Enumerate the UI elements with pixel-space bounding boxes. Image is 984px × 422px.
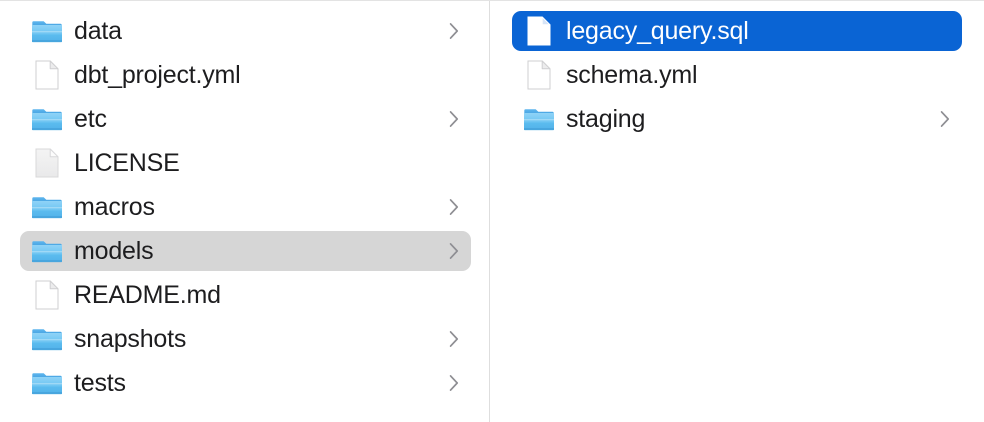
folder-icon	[524, 104, 554, 134]
document-icon	[524, 16, 554, 46]
file-row[interactable]: schema.yml	[512, 55, 962, 95]
folder-icon	[32, 104, 62, 134]
chevron-right-icon[interactable]	[449, 375, 459, 392]
file-row[interactable]: tests	[20, 363, 471, 403]
chevron-right-icon[interactable]	[449, 331, 459, 348]
file-row-label: README.md	[74, 281, 221, 309]
file-row-label: schema.yml	[566, 61, 698, 89]
file-row-label: LICENSE	[74, 149, 180, 177]
file-row-label: etc	[74, 105, 107, 133]
finder-column-child[interactable]: legacy_query.sql schema.yml staging	[490, 1, 984, 422]
chevron-right-icon[interactable]	[449, 199, 459, 216]
file-row-label: tests	[74, 369, 126, 397]
chevron-right-icon[interactable]	[449, 111, 459, 128]
file-row[interactable]: LICENSE	[20, 143, 471, 183]
document-icon	[32, 280, 62, 310]
file-row-label: macros	[74, 193, 155, 221]
file-row-label: models	[74, 237, 154, 265]
plain-document-icon	[32, 148, 62, 178]
folder-icon	[32, 368, 62, 398]
document-icon	[524, 60, 554, 90]
chevron-right-icon[interactable]	[940, 111, 950, 128]
file-row[interactable]: models	[20, 231, 471, 271]
chevron-right-icon[interactable]	[449, 243, 459, 260]
file-row-label: snapshots	[74, 325, 187, 353]
file-row[interactable]: macros	[20, 187, 471, 227]
file-row[interactable]: legacy_query.sql	[512, 11, 962, 51]
folder-icon	[32, 16, 62, 46]
file-row-label: staging	[566, 105, 646, 133]
folder-icon	[32, 192, 62, 222]
file-row-label: dbt_project.yml	[74, 61, 241, 89]
file-row[interactable]: data	[20, 11, 471, 51]
file-row[interactable]: dbt_project.yml	[20, 55, 471, 95]
folder-icon	[32, 236, 62, 266]
file-row[interactable]: README.md	[20, 275, 471, 315]
file-row[interactable]: etc	[20, 99, 471, 139]
document-icon	[32, 60, 62, 90]
chevron-right-icon[interactable]	[449, 23, 459, 40]
file-row[interactable]: snapshots	[20, 319, 471, 359]
folder-icon	[32, 324, 62, 354]
file-row[interactable]: staging	[512, 99, 962, 139]
file-row-label: data	[74, 17, 122, 45]
file-row-label: legacy_query.sql	[566, 17, 749, 45]
